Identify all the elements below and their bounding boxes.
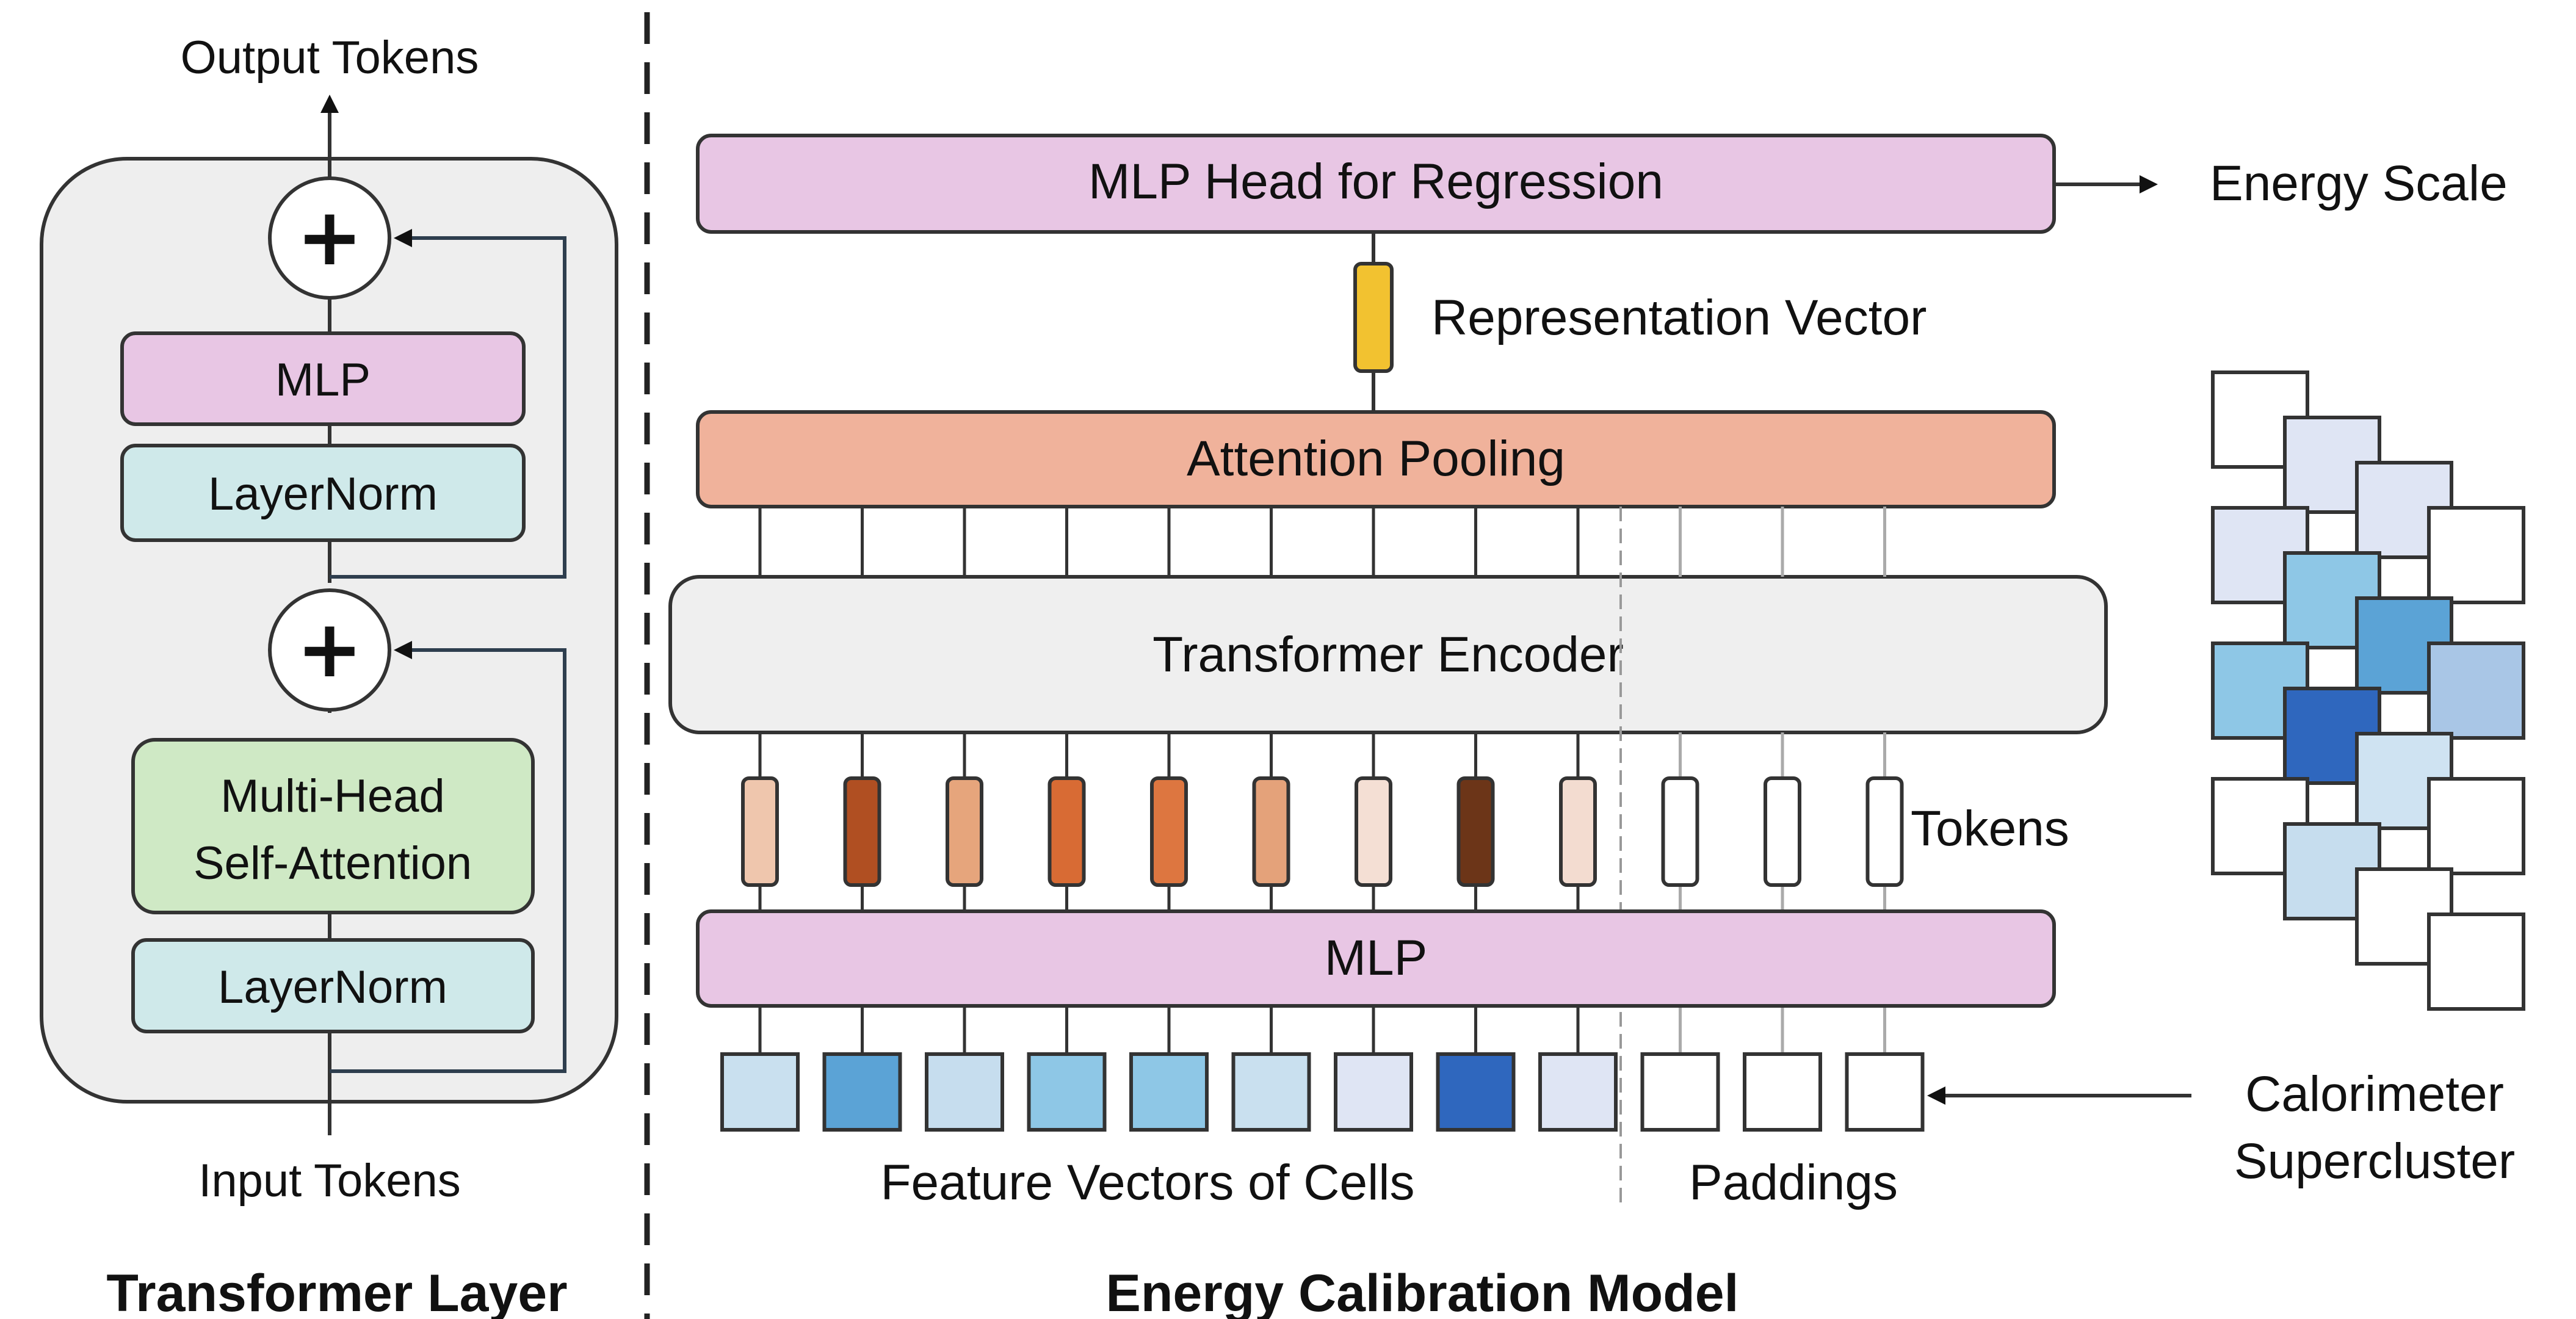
cell-feature-vector [822, 1052, 902, 1132]
transformer-encoder-block [668, 575, 2108, 734]
transformer-layer-title: Transformer Layer [106, 1264, 567, 1319]
calorimeter-supercluster-grid [2211, 370, 2525, 1011]
tokens-label: Tokens [1911, 801, 2069, 856]
token [741, 776, 779, 887]
model-mlp-label: MLP [1325, 930, 1428, 986]
feature-vectors-label: Feature Vectors of Cells [880, 1155, 1414, 1210]
skip-connection-lower [330, 641, 566, 1073]
cell-feature-vector [1538, 1052, 1618, 1132]
token [1355, 776, 1392, 887]
cell-feature-row [720, 1052, 1925, 1132]
add-node-upper [268, 176, 391, 300]
padding-cell [1640, 1052, 1720, 1132]
output-tokens-label: Output Tokens [181, 32, 479, 84]
model-mlp-block [696, 909, 2056, 1008]
supercluster-cell [2427, 777, 2525, 875]
cell-feature-vector [1231, 1052, 1311, 1132]
supercluster-cell [2427, 641, 2525, 740]
transformer-encoder-label: Transformer Encoder [1152, 627, 1624, 682]
padding-token [1764, 776, 1801, 887]
cell-feature-vector [925, 1052, 1004, 1132]
token-connectors [758, 507, 1886, 1054]
cell-feature-vector [1436, 1052, 1516, 1132]
attention-label-line1: Multi-Head [220, 770, 444, 822]
energy-scale-label: Energy Scale [2210, 156, 2508, 211]
input-tokens-label: Input Tokens [198, 1155, 461, 1207]
supercluster-label-line1: Calorimeter [2245, 1066, 2504, 1122]
layer-norm-bottom-block [131, 938, 535, 1033]
padding-cell [1743, 1052, 1822, 1132]
attention-label-line2: Self-Attention [194, 837, 472, 889]
skip-connection-upper [330, 229, 566, 579]
supercluster-cell [2427, 506, 2525, 604]
layer-mlp-block [120, 331, 526, 426]
transformer-layer-panel: + + MLP LayerNorm Multi-Head Self-Attent… [40, 32, 618, 1319]
padding-cell [1845, 1052, 1925, 1132]
supercluster-label-line2: Supercluster [2234, 1133, 2515, 1189]
token [1047, 776, 1086, 887]
token [1559, 776, 1597, 887]
layer-norm-top-label: LayerNorm [208, 468, 438, 520]
token [843, 776, 881, 887]
add-symbol-lower: + [297, 602, 363, 695]
supercluster-cell [2427, 912, 2525, 1011]
paddings-label: Paddings [1689, 1155, 1898, 1210]
token [946, 776, 983, 887]
representation-label: Representation Vector [1431, 290, 1927, 345]
cell-feature-vector [720, 1052, 800, 1132]
add-symbol-upper: + [297, 190, 363, 283]
layer-mlp-label: MLP [275, 354, 371, 406]
mlp-head-label: MLP Head for Regression [1088, 154, 1663, 209]
representation-vector [1353, 262, 1394, 373]
token [1150, 776, 1188, 887]
attention-block [131, 738, 535, 914]
padding-token [1865, 776, 1904, 887]
padding-token [1661, 776, 1699, 887]
attention-pooling-block [696, 410, 2056, 508]
token [1456, 776, 1495, 887]
cell-feature-vector [1027, 1052, 1107, 1132]
cell-feature-vector [1334, 1052, 1413, 1132]
add-node-lower [268, 588, 391, 712]
token-row [741, 776, 1904, 887]
energy-model-panel: MLP Head for Regression Energy Scale Rep… [668, 134, 2525, 1319]
layer-norm-top-block [120, 444, 526, 542]
attention-pooling-label: Attention Pooling [1187, 431, 1565, 486]
layer-norm-bottom-label: LayerNorm [218, 961, 447, 1013]
cell-feature-vector [1129, 1052, 1209, 1132]
token [1252, 776, 1290, 887]
energy-model-title: Energy Calibration Model [1106, 1264, 1739, 1319]
